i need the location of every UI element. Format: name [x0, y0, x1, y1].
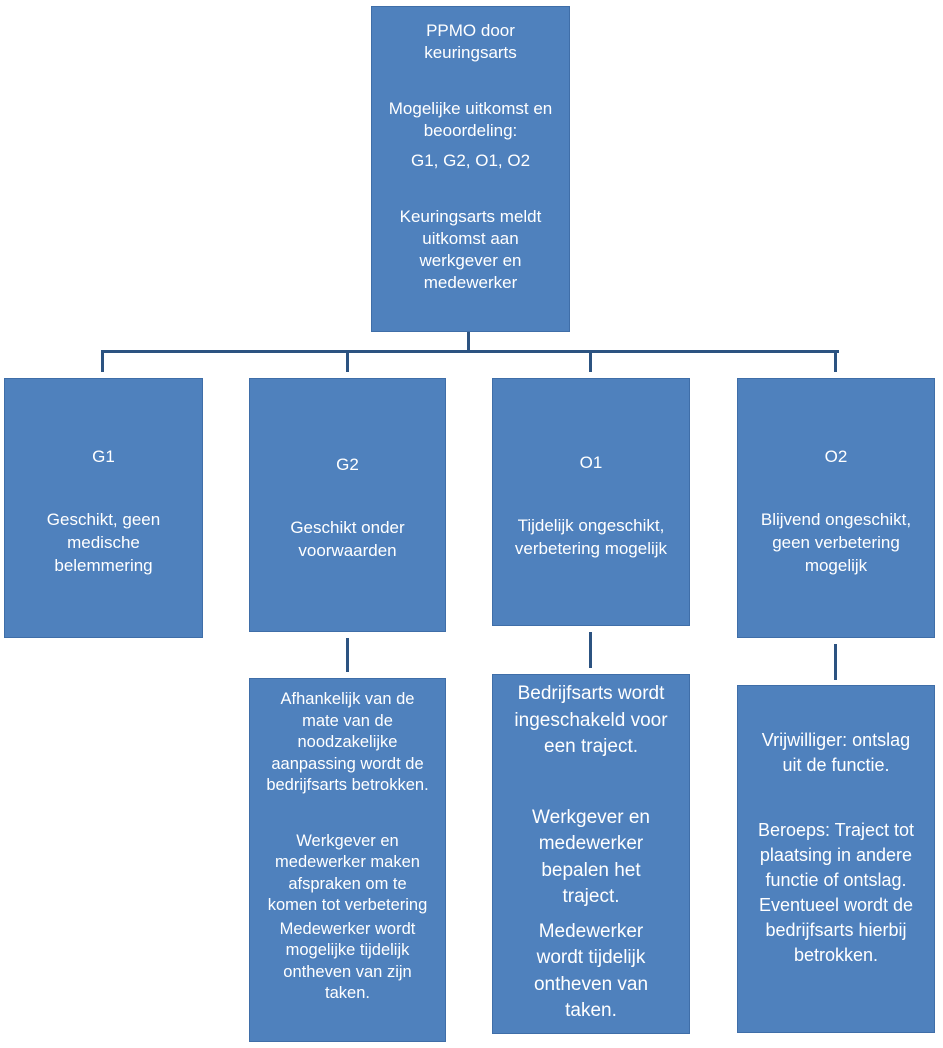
category-description: Blijvend ongeschikt, geen verbetering mo… [760, 510, 912, 575]
category-code: O1 [579, 453, 603, 472]
detail-text: Medewerker wordt mogelijke tijdelijk ont… [279, 919, 416, 1003]
detail-text: Afhankelijk van de mate van de noodzakel… [266, 690, 429, 794]
category-description: Geschikt, geen medische belemmering [46, 510, 161, 575]
category-code: O2 [824, 447, 848, 466]
category-node-g1: G1 Geschikt, geen medische belemmering [4, 378, 203, 638]
category-description: Tijdelijk ongeschikt, verbetering mogeli… [514, 516, 668, 558]
root-title: PPMO door keuringsarts [424, 21, 517, 62]
connector-root-down [467, 332, 470, 352]
connector-o1-detail [589, 632, 592, 668]
connector-to-g2 [346, 350, 349, 372]
root-outcome-codes: G1, G2, O1, O2 [410, 151, 531, 170]
connector-g2-detail [346, 638, 349, 672]
root-outcome-label: Mogelijke uitkomst en beoordeling: [388, 99, 553, 140]
category-code: G2 [336, 455, 359, 474]
detail-text: Vrijwilliger: ontslag uit de functie. [761, 730, 911, 775]
detail-text: Werkgever en medewerker bepalen het traj… [532, 806, 650, 908]
root-report-note: Keuringsarts meldt uitkomst aan werkgeve… [399, 207, 542, 292]
detail-node-o2: Vrijwilliger: ontslag uit de functie. Be… [737, 685, 935, 1033]
detail-node-o1: Bedrijfsarts wordt ingeschakeld voor een… [492, 674, 690, 1034]
connector-o2-detail [834, 644, 837, 680]
category-code: G1 [92, 447, 115, 466]
connector-horizontal [101, 350, 839, 353]
detail-text: Beroeps: Traject tot plaatsing in andere… [757, 820, 915, 965]
category-node-o2: O2 Blijvend ongeschikt, geen verbetering… [737, 378, 935, 638]
root-node-ppmo: PPMO door keuringsarts Mogelijke uitkoms… [371, 6, 570, 332]
detail-text: Werkgever en medewerker maken afspraken … [267, 831, 428, 915]
detail-text: Medewerker wordt tijdelijk ontheven van … [533, 920, 649, 1022]
category-node-g2: G2 Geschikt onder voorwaarden [249, 378, 446, 632]
detail-node-g2: Afhankelijk van de mate van de noodzakel… [249, 678, 446, 1042]
category-node-o1: O1 Tijdelijk ongeschikt, verbetering mog… [492, 378, 690, 626]
detail-text: Bedrijfsarts wordt ingeschakeld voor een… [514, 683, 668, 757]
connector-to-o2 [834, 350, 837, 372]
category-description: Geschikt onder voorwaarden [290, 518, 405, 560]
connector-to-o1 [589, 350, 592, 372]
connector-to-g1 [101, 350, 104, 372]
